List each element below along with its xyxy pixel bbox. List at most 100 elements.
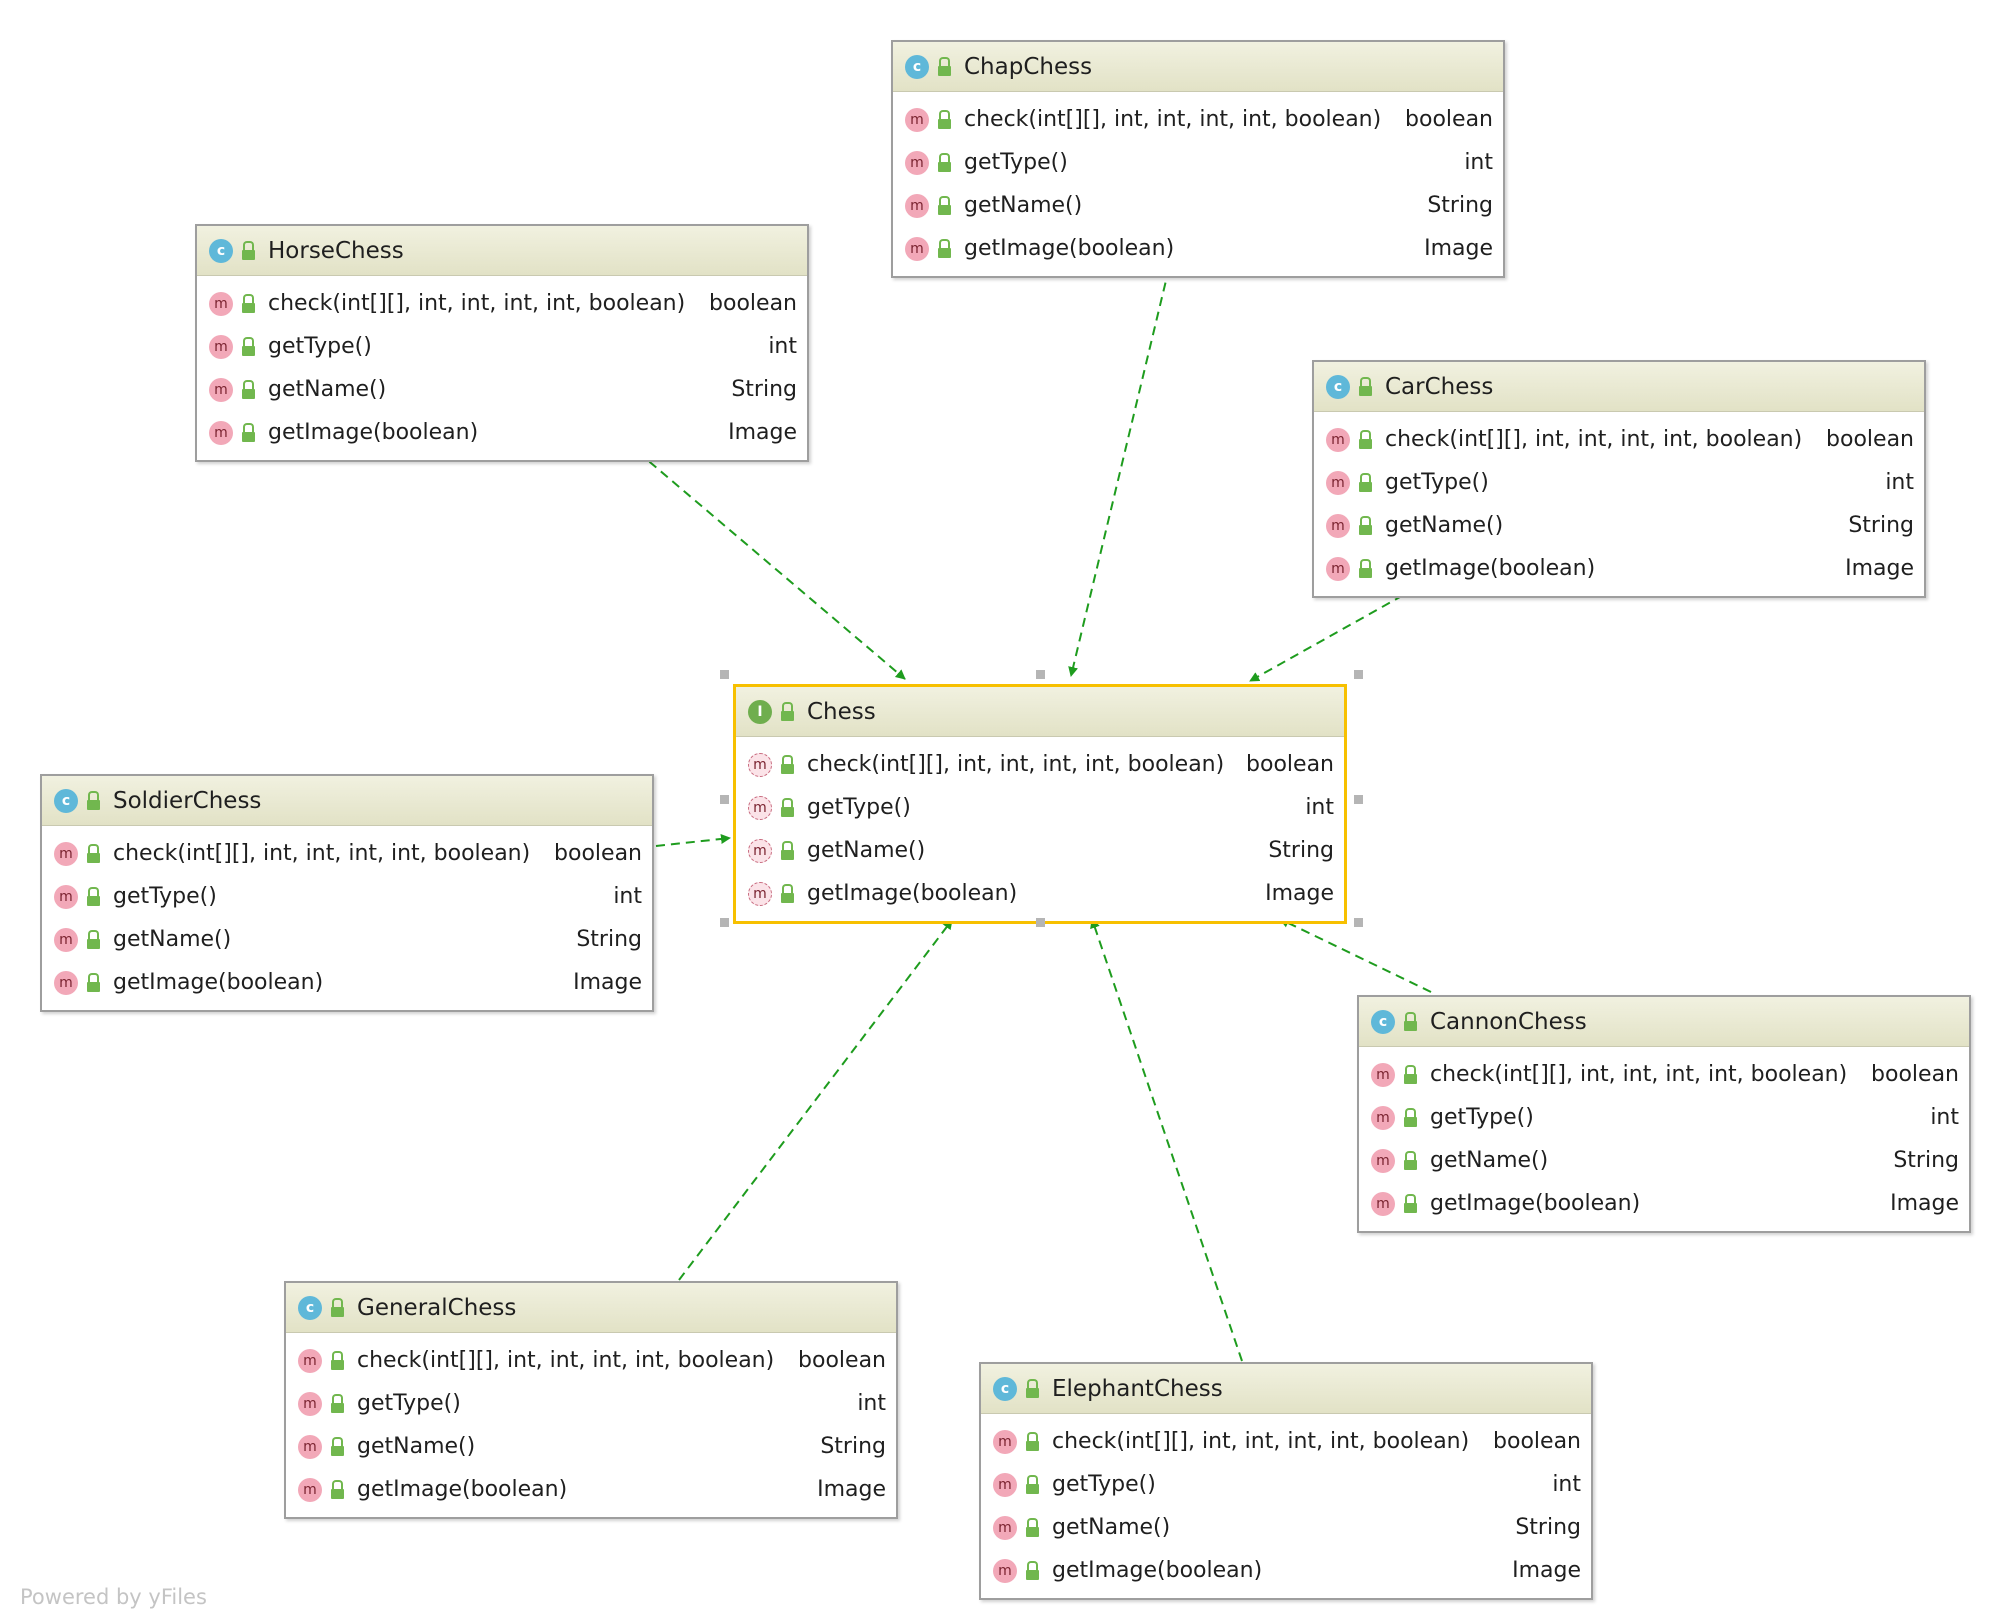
method-row[interactable]: m getName() String [1314,504,1924,547]
method-signature: getType() [113,884,217,909]
method-row[interactable]: m getImage(boolean) Image [1359,1182,1969,1225]
resize-handle-bottom-right[interactable] [1354,918,1363,927]
method-signature: getType() [1430,1105,1534,1130]
method-row[interactable]: m getImage(boolean) Image [197,411,807,454]
edge-elephantchess-to-chess[interactable] [1090,918,1243,1362]
method-row[interactable]: m check(int[][], int, int, int, int, boo… [197,282,807,325]
resize-handle-left[interactable] [720,795,729,804]
method-row[interactable]: m getType() int [286,1382,896,1425]
watermark: Powered by yFiles [20,1585,207,1609]
edge-carchess-to-chess[interactable] [1249,587,1417,682]
method-row[interactable]: m getName() String [42,918,652,961]
class-node-soldierchess[interactable]: c SoldierChess m check(int[][], int, int… [40,774,654,1012]
interface-node-chess[interactable]: I Chess m check(int[][], int, int, int, … [733,684,1347,924]
resize-handle-top-right[interactable] [1354,670,1363,679]
method-icon: m [993,1515,1017,1540]
method-signature: check(int[][], int, int, int, int, boole… [113,841,531,866]
edge-soldierchess-to-chess[interactable] [655,833,731,847]
method-row[interactable]: m getName() String [893,184,1503,227]
return-type: int [613,884,642,909]
class-node-elephantchess[interactable]: c ElephantChess m check(int[][], int, in… [979,1362,1593,1600]
method-signature: check(int[][], int, int, int, int, boole… [357,1348,775,1373]
resize-handle-top-left[interactable] [720,670,729,679]
public-visibility-icon [1357,376,1375,398]
class-node-chapchess[interactable]: c ChapChess m check(int[][], int, int, i… [891,40,1505,278]
method-icon: m [209,334,233,359]
method-icon: m [1326,556,1350,581]
public-visibility-icon [1024,1517,1042,1539]
edge-cannonchess-to-chess[interactable] [1279,918,1432,993]
method-row[interactable]: m getName() String [286,1425,896,1468]
public-visibility-icon [329,1297,347,1319]
method-icon: m [298,1391,322,1416]
resize-handle-bottom[interactable] [1036,918,1045,927]
method-row[interactable]: m getName() String [1359,1139,1969,1182]
method-icon: m [1326,470,1350,495]
return-type: String [1848,513,1914,538]
return-type: int [1885,470,1914,495]
return-type: Image [573,970,642,995]
return-type: String [576,927,642,952]
resize-handle-bottom-left[interactable] [720,918,729,927]
resize-handle-top[interactable] [1036,670,1045,679]
abstract-method-icon: m [748,881,772,906]
method-row[interactable]: m check(int[][], int, int, int, int, boo… [286,1339,896,1382]
node-header: c SoldierChess [42,776,652,826]
method-row[interactable]: m getType() int [1359,1096,1969,1139]
method-row[interactable]: m getType() int [197,325,807,368]
method-signature: getType() [268,334,372,359]
public-visibility-icon [240,379,258,401]
return-type: Image [728,420,797,445]
resize-handle-right[interactable] [1354,795,1363,804]
class-node-carchess[interactable]: c CarChess m check(int[][], int, int, in… [1312,360,1926,598]
public-visibility-icon [329,1479,347,1501]
method-row[interactable]: m getType() int [736,786,1344,829]
method-row[interactable]: m check(int[][], int, int, int, int, boo… [42,832,652,875]
return-type: int [768,334,797,359]
public-visibility-icon [329,1350,347,1372]
public-visibility-icon [240,422,258,444]
method-row[interactable]: m getImage(boolean) Image [981,1549,1591,1592]
method-row[interactable]: m getImage(boolean) Image [1314,547,1924,590]
method-row[interactable]: m getType() int [981,1463,1591,1506]
public-visibility-icon [936,238,954,260]
class-icon: c [1326,374,1350,399]
method-row[interactable]: m check(int[][], int, int, int, int, boo… [736,743,1344,786]
method-row[interactable]: m check(int[][], int, int, int, int, boo… [981,1420,1591,1463]
class-node-horsechess[interactable]: c HorseChess m check(int[][], int, int, … [195,224,809,462]
method-row[interactable]: m getImage(boolean) Image [736,872,1344,915]
method-row[interactable]: m getType() int [893,141,1503,184]
method-signature: getType() [964,150,1068,175]
method-row[interactable]: m getImage(boolean) Image [893,227,1503,270]
method-row[interactable]: m getType() int [1314,461,1924,504]
method-row[interactable]: m getImage(boolean) Image [42,961,652,1004]
abstract-method-icon: m [748,795,772,820]
class-icon: c [993,1376,1017,1401]
method-row[interactable]: m check(int[][], int, int, int, int, boo… [1314,418,1924,461]
return-type: String [820,1434,886,1459]
method-row[interactable]: m getImage(boolean) Image [286,1468,896,1511]
method-row[interactable]: m getName() String [981,1506,1591,1549]
method-row[interactable]: m getName() String [197,368,807,411]
method-icon: m [1371,1062,1395,1087]
interface-icon: I [748,699,772,724]
method-row[interactable]: m getName() String [736,829,1344,872]
return-type: String [1893,1148,1959,1173]
method-signature: getName() [1385,513,1504,538]
method-row[interactable]: m check(int[][], int, int, int, int, boo… [893,98,1503,141]
edge-chapchess-to-chess[interactable] [1068,267,1170,677]
method-row[interactable]: m getType() int [42,875,652,918]
abstract-method-icon: m [748,838,772,863]
node-title: CarChess [1385,373,1494,400]
node-header: c CannonChess [1359,997,1969,1047]
method-row[interactable]: m check(int[][], int, int, int, int, boo… [1359,1053,1969,1096]
edge-generalchess-to-chess[interactable] [678,919,953,1281]
edge-horsechess-to-chess[interactable] [637,451,906,680]
method-icon: m [905,236,929,261]
class-icon: c [54,788,78,813]
class-node-cannonchess[interactable]: c CannonChess m check(int[][], int, int,… [1357,995,1971,1233]
return-type: boolean [1246,752,1334,777]
class-node-generalchess[interactable]: c GeneralChess m check(int[][], int, int… [284,1281,898,1519]
method-signature: getName() [113,927,232,952]
return-type: boolean [1405,107,1493,132]
